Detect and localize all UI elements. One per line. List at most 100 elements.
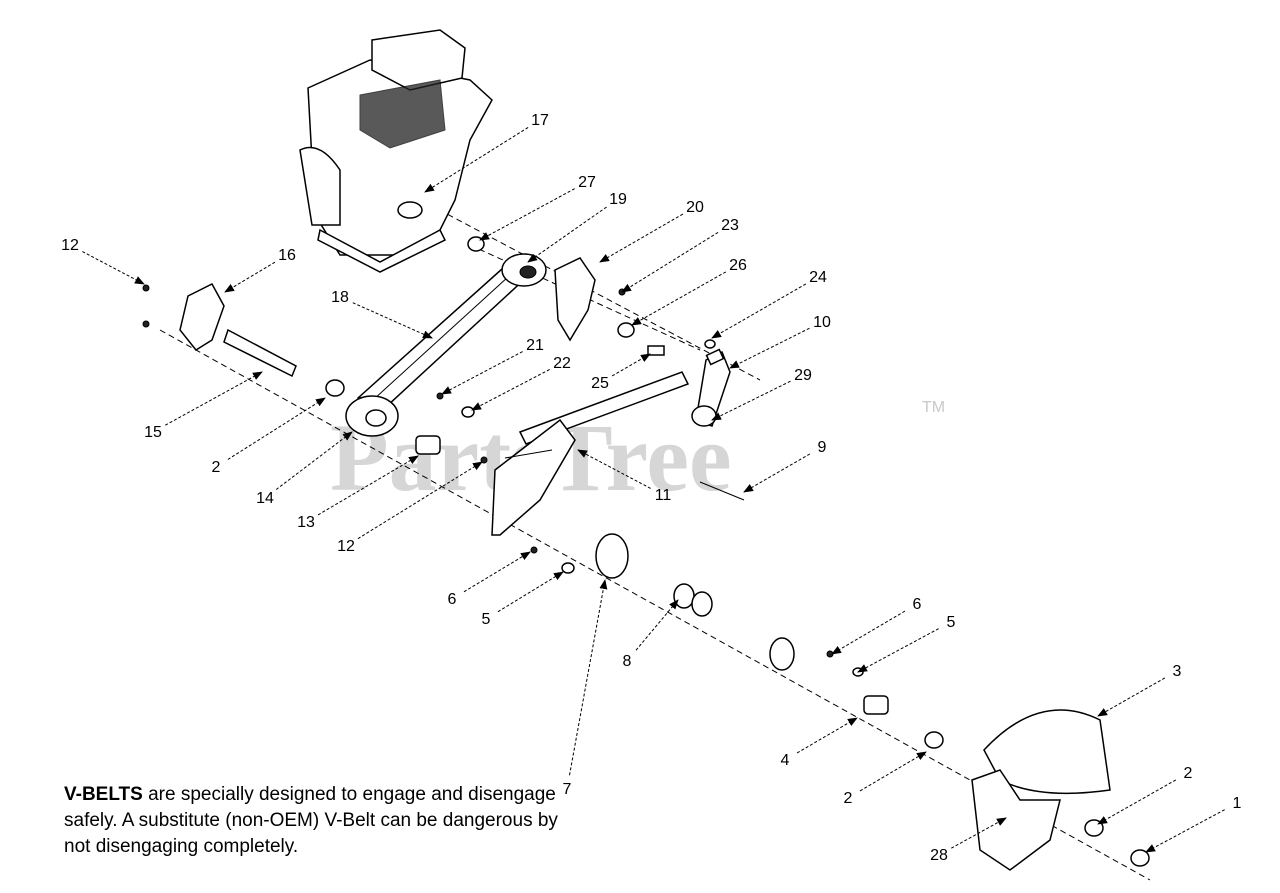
callout-label: 11 (655, 487, 672, 504)
v-belt-safety-note: V-BELTS are specially designed to engage… (64, 782, 564, 860)
callout-leader (165, 371, 263, 426)
callout-leader (1097, 677, 1166, 717)
callout-2: 2 (212, 397, 326, 476)
callout-label: 15 (144, 424, 162, 441)
callout-label: 8 (623, 653, 632, 670)
callout-label: 2 (844, 790, 853, 807)
callout-leader (621, 231, 719, 293)
callout-leader (577, 449, 651, 489)
callout-leader (82, 251, 145, 285)
callout-8: 8 (623, 599, 679, 670)
callout-3: 3 (1097, 663, 1182, 717)
callout-label: 13 (297, 514, 315, 531)
callout-leader (635, 599, 679, 651)
callout-19: 19 (527, 191, 627, 263)
callout-label: 5 (947, 614, 956, 631)
callout-leader (711, 283, 807, 339)
callout-label: 14 (256, 490, 274, 507)
callout-label: 9 (818, 439, 827, 456)
callout-6: 6 (831, 596, 922, 655)
callout-label: 22 (553, 355, 571, 372)
callout-label: 12 (61, 237, 79, 254)
callout-21: 21 (441, 337, 544, 395)
callout-label: 2 (212, 459, 221, 476)
callout-leader (831, 610, 906, 655)
callout-label: 29 (794, 367, 812, 384)
callout-18: 18 (331, 289, 433, 339)
callout-4: 4 (781, 717, 858, 769)
callout-label: 27 (578, 174, 596, 191)
callout-label: 6 (913, 596, 922, 613)
small-hardware (142, 236, 1150, 867)
callout-label: 24 (809, 269, 827, 286)
callout-leader (859, 751, 927, 792)
blade-guard-part-3 (983, 709, 1111, 795)
pivot-rod-part-15 (223, 328, 297, 378)
callout-label: 19 (609, 191, 627, 208)
callout-label: 21 (526, 337, 544, 354)
callout-label: 20 (686, 199, 704, 216)
callout-label: 3 (1173, 663, 1182, 680)
callout-24: 24 (711, 269, 827, 339)
callout-leader (463, 551, 531, 593)
callout-10: 10 (729, 314, 831, 369)
callout-leader (611, 353, 651, 377)
callout-label: 17 (531, 112, 549, 129)
callout-label: 6 (448, 591, 457, 608)
callout-12: 12 (337, 461, 483, 555)
callout-leader (743, 453, 811, 493)
callout-27: 27 (479, 174, 596, 241)
callout-leader (569, 579, 608, 776)
callout-11: 11 (577, 449, 672, 504)
callout-label: 16 (278, 247, 296, 264)
callout-5: 5 (482, 571, 564, 628)
rod-part-9 (699, 481, 745, 501)
callout-leader (479, 188, 575, 241)
callout-9: 9 (743, 439, 827, 493)
callout-leader (352, 302, 433, 339)
callout-leader (357, 461, 483, 540)
callout-17: 17 (424, 112, 549, 193)
callout-2: 2 (844, 751, 927, 807)
callout-label: 10 (813, 314, 831, 331)
callout-leader (317, 455, 419, 516)
callout-leader (497, 571, 564, 613)
callout-leader (599, 213, 684, 263)
engine-part-17 (299, 29, 493, 273)
callout-leader (711, 380, 791, 421)
callout-25: 25 (591, 353, 651, 392)
callout-28: 28 (930, 817, 1007, 864)
callout-29: 29 (711, 367, 812, 421)
callout-23: 23 (621, 217, 739, 293)
callout-15: 15 (144, 371, 263, 441)
callout-leader (227, 397, 326, 460)
callout-leader (424, 127, 529, 193)
callout-26: 26 (631, 257, 747, 326)
callout-leader (224, 261, 276, 293)
callout-label: 4 (781, 752, 790, 769)
callout-leader (275, 431, 353, 490)
idler-arm-part-29 (691, 350, 731, 427)
belt-guide-part-20 (554, 257, 596, 342)
callout-5: 5 (857, 614, 956, 673)
callout-label: 28 (930, 847, 948, 864)
spring-part-10 (705, 348, 725, 366)
callout-2: 2 (1097, 765, 1193, 825)
callout-label: 2 (1184, 765, 1193, 782)
callout-leader (951, 817, 1007, 849)
callout-12: 12 (61, 237, 145, 285)
callout-label: 1 (1233, 795, 1242, 812)
callout-label: 26 (729, 257, 747, 274)
callout-leader (631, 271, 727, 326)
callout-label: 23 (721, 217, 739, 234)
callout-22: 22 (471, 355, 571, 411)
callout-leader (471, 369, 550, 411)
callout-13: 13 (297, 455, 419, 531)
callout-1: 1 (1145, 795, 1242, 853)
handle-part-16 (179, 283, 225, 351)
callout-16: 16 (224, 247, 296, 293)
callout-label: 25 (591, 375, 609, 392)
callout-20: 20 (599, 199, 704, 263)
